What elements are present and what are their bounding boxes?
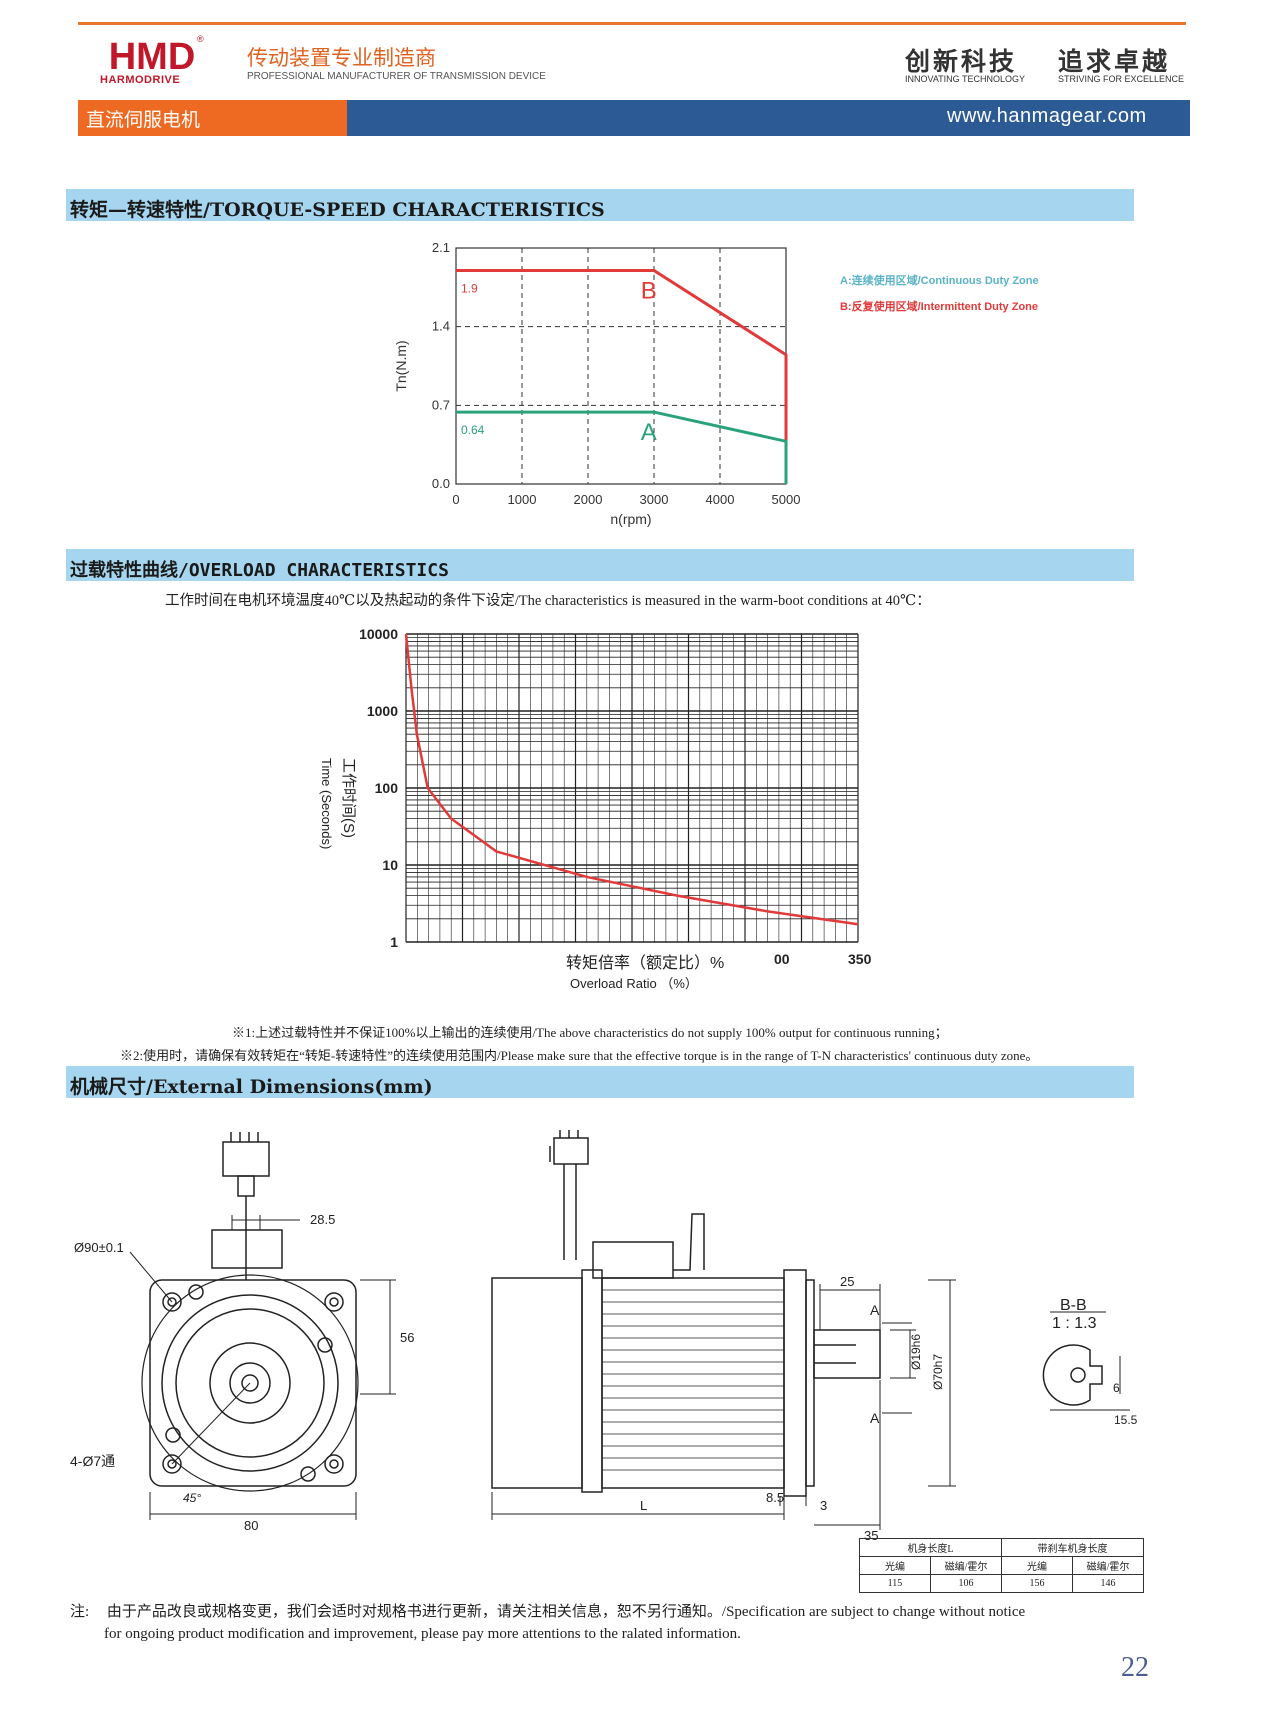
footer-note-text: 由于产品改良或规格变更，我们会适时对规格书进行更新，请关注相关信息，恕不另行通知… — [106, 1604, 1026, 1620]
footer-note-label: 注: — [70, 1604, 90, 1620]
section-bb-scale: 1 : 1.3 — [1052, 1315, 1097, 1332]
dim-45: 45° — [183, 1491, 201, 1505]
table-subheader: 光编 — [859, 1556, 931, 1575]
dim-shaft: Ø19h6 — [909, 1334, 923, 1370]
category-label: 直流伺服电机 — [86, 109, 201, 131]
section-bb-drawing: B-B 1 : 1.3 6 15.5 — [1042, 1297, 1138, 1427]
y-axis-label-cn: 工作时间(S) — [340, 758, 357, 838]
legend-entry: A:连续使用区域/Continuous Duty Zone — [840, 273, 1039, 287]
page-number: 22 — [1121, 1652, 1149, 1683]
dim-d90: Ø90±0.1 — [74, 1240, 124, 1255]
x-tick-label: 4000 — [706, 492, 735, 507]
slogan-innovating-en: INNOVATING TECHNOLOGY — [905, 74, 1026, 84]
y-tick-label: 1.4 — [432, 319, 450, 334]
y-tick-label: 100 — [375, 780, 399, 796]
x-tick-label: 3000 — [640, 492, 669, 507]
torque-speed-chart: 0.0 0.7 1.4 2.1 0 1000 2000 3000 4000 5000 n(rpm) T… — [393, 240, 1039, 527]
x-axis-label-en: Overload Ratio （%） — [570, 976, 698, 991]
note-2: ※2:使用时，请确保有效转矩在“转矩-转速特性”的连续使用范围内/Please … — [120, 1048, 1039, 1063]
hmd-logo: HMD — [100, 40, 204, 78]
table-cell: 146 — [1072, 1574, 1144, 1593]
x-axis-label: 转矩倍率（额定比）% — [566, 954, 724, 972]
dim-8-5: 8.5 — [766, 1490, 784, 1505]
series-line-A — [456, 410, 788, 484]
length-table: 机身长度L 带刹车机身长度 光编 磁编/霍尔 光编 磁编/霍尔 115 106 … — [859, 1538, 1144, 1593]
note-1: ※1:上述过载特性并不保证100%以上输出的连续使用/The above cha… — [232, 1025, 948, 1040]
overload-chart: 1 10 100 1000 10000 00 350 转矩倍率（额定比）% Overload R… — [319, 626, 872, 991]
dim-holes: 4-Ø7通 — [70, 1453, 115, 1469]
y-tick-label: 1000 — [367, 703, 398, 719]
x-tick-label: 0 — [452, 492, 459, 507]
x-tick-label: 1000 — [508, 492, 537, 507]
y-tick-label: 0.0 — [432, 476, 450, 491]
slogan-striving-en: STRIVING FOR EXCELLENCE — [1058, 74, 1185, 84]
category-band — [78, 100, 347, 136]
footer-note: 注: 由于产品改良或规格变更，我们会适时对规格书进行更新，请关注相关信息，恕不另… — [70, 1601, 1025, 1645]
y-axis-label: Time (Seconds) — [319, 758, 334, 849]
y-tick-label: 0.7 — [432, 397, 450, 412]
y-tick-label: 10 — [382, 857, 398, 873]
series-value-label-A: 0.64 — [461, 423, 485, 437]
table-subheader: 光编 — [1001, 1556, 1073, 1575]
header-top-line — [78, 22, 1186, 25]
series-value-label-B: 1.9 — [461, 281, 478, 295]
dim-15-5: 15.5 — [1114, 1413, 1138, 1427]
section-mark-a-bottom: A — [870, 1410, 880, 1426]
section-title-overload: 过载特性曲线/OVERLOAD CHARACTERISTICS — [70, 560, 449, 581]
dim-25: 25 — [840, 1274, 854, 1289]
section-bar-overload — [66, 549, 1134, 581]
y-tick-label: 1 — [390, 934, 398, 950]
y-axis-label: Tn(N.m) — [393, 340, 409, 391]
series-line-B — [456, 268, 788, 484]
overload-curve — [404, 633, 859, 926]
tagline-en: PROFESSIONAL MANUFACTURER OF TRANSMISSIO… — [247, 71, 546, 82]
slogan-striving: 追求卓越 — [1058, 47, 1171, 76]
dim-28-5: 28.5 — [310, 1212, 335, 1227]
table-header-length: 机身长度L — [859, 1538, 1002, 1557]
section-title-torque: 转矩—转速特性/TORQUE-SPEED CHARACTERISTICS — [70, 199, 605, 221]
section-bar-torque — [66, 189, 1134, 221]
x-tick-label: 350 — [848, 951, 872, 967]
dim-56: 56 — [400, 1330, 414, 1345]
table-header-brake-length: 带刹车机身长度 — [1001, 1538, 1144, 1557]
table-cell: 115 — [859, 1574, 931, 1593]
series-name-A: A — [641, 419, 657, 446]
dim-6: 6 — [1113, 1381, 1120, 1395]
x-tick-label: 00 — [774, 951, 790, 967]
table-cell: 106 — [930, 1574, 1002, 1593]
y-tick-label: 10000 — [359, 626, 398, 642]
footer-note-text-2: for ongoing product modification and imp… — [104, 1626, 741, 1642]
x-tick-label: 5000 — [772, 492, 801, 507]
overload-condition: 工作时间在电机环境温度40℃以及热起动的条件下设定/The characteri… — [165, 593, 931, 609]
section-title-dimensions: 机械尺寸/External Dimensions(mm) — [70, 1076, 433, 1098]
x-tick-label: 2000 — [574, 492, 603, 507]
front-view-drawing: 28.5 56 80 45° Ø90±0.1 4-Ø7通 — [70, 1132, 414, 1533]
side-view-drawing: A A 25 Ø19h6 Ø70h7 8.5 3 L 35 — [491, 1130, 956, 1543]
table-subheader: 磁编/霍尔 — [930, 1556, 1002, 1575]
dim-80: 80 — [244, 1518, 258, 1533]
x-axis-label: n(rpm) — [610, 511, 651, 527]
y-tick-label: 2.1 — [432, 240, 450, 255]
logo-subtitle: HARMODRIVE — [100, 74, 181, 86]
tagline-cn: 传动装置专业制造商 — [247, 46, 436, 70]
dim-3: 3 — [820, 1498, 827, 1513]
logo-text: HMD — [109, 40, 196, 78]
website-link[interactable]: www.hanmagear.com — [947, 105, 1147, 127]
section-mark-a-top: A — [870, 1302, 880, 1318]
legend-entry: B:反复使用区域/Intermittent Duty Zone — [840, 299, 1038, 313]
plot-frame — [455, 247, 787, 485]
section-bar-dimensions — [66, 1066, 1134, 1098]
table-subheader: 磁编/霍尔 — [1072, 1556, 1144, 1575]
table-cell: 156 — [1001, 1574, 1073, 1593]
registered-mark: ® — [197, 34, 204, 44]
section-bb-title: B-B — [1060, 1297, 1087, 1314]
series-name-B: B — [641, 277, 657, 304]
dim-L: L — [640, 1498, 647, 1513]
dim-flange: Ø70h7 — [931, 1354, 945, 1390]
slogan-innovating: 创新科技 — [905, 47, 1018, 76]
